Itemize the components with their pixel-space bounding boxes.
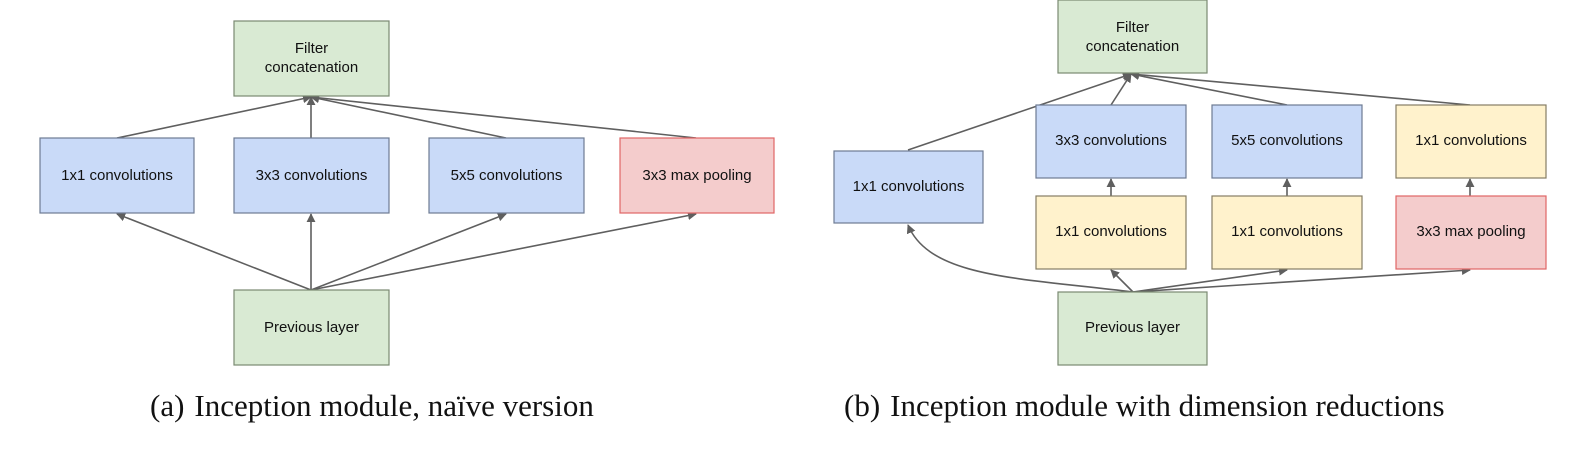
label-a-filter-line1: Filter [295, 40, 328, 57]
edge-b-3x3-to-concat [1110, 73, 1132, 106]
label-b-5x5: 5x5 convolutions [1231, 132, 1343, 149]
edge-b-pool1x1-to-concat [1130, 70, 1471, 106]
edge-a-prev-to-1x1 [116, 212, 312, 291]
edge-b-5x5-to-concat [1130, 71, 1288, 106]
label-a-5x5: 5x5 convolutions [451, 167, 563, 184]
label-b-maxpool: 3x3 max pooling [1416, 223, 1525, 240]
label-b-filter-line2: concatenation [1086, 38, 1179, 55]
label-b-3x3: 3x3 convolutions [1055, 132, 1167, 149]
node-a-3x3-convolutions: 3x3 convolutions [233, 137, 390, 214]
node-a-1x1-convolutions: 1x1 convolutions [39, 137, 195, 214]
diagram-b: Filter concatenation 1x1 convolutions 3x… [833, 0, 1547, 423]
label-b-1x1-direct: 1x1 convolutions [853, 178, 965, 195]
node-b-5x5-convolutions: 5x5 convolutions [1211, 104, 1363, 179]
label-b-reduce-5x5: 1x1 convolutions [1231, 223, 1343, 240]
label-a-filter-line2: concatenation [265, 59, 358, 76]
label-b-previous: Previous layer [1085, 319, 1180, 336]
label-a-3x3: 3x3 convolutions [256, 167, 368, 184]
node-b-previous-layer: Previous layer [1057, 291, 1208, 366]
label-a-1x1: 1x1 convolutions [61, 167, 173, 184]
label-a-previous: Previous layer [264, 319, 359, 336]
diagram-a-edges [116, 93, 697, 291]
caption-a-text: Inception module, naïve version [194, 388, 594, 423]
node-b-1x1-reduction-5x5: 1x1 convolutions [1211, 195, 1363, 270]
label-b-filter-line1: Filter [1116, 19, 1149, 36]
edge-b-prev-to-1x1 [906, 224, 1134, 293]
node-b-1x1-convolutions-direct: 1x1 convolutions [833, 150, 984, 224]
edge-a-pool-to-concat [310, 93, 697, 139]
node-a-3x3-max-pooling: 3x3 max pooling [619, 137, 775, 214]
node-b-3x3-convolutions: 3x3 convolutions [1035, 104, 1187, 179]
node-a-filter-concatenation: Filter concatenation [233, 20, 390, 97]
label-b-reduce-3x3: 1x1 convolutions [1055, 223, 1167, 240]
edge-a-5x5-to-concat [310, 94, 507, 139]
node-b-3x3-max-pooling: 3x3 max pooling [1395, 195, 1547, 270]
node-b-filter-concatenation: Filter concatenation [1057, 0, 1208, 74]
diagram-a: Filter concatenation 1x1 convolutions 3x… [39, 20, 775, 423]
edge-a-prev-to-5x5 [310, 212, 507, 291]
caption-b: (b) Inception module with dimension reduc… [844, 388, 1445, 423]
label-a-maxpool: 3x3 max pooling [642, 167, 751, 184]
edge-a-1x1-to-concat [116, 94, 312, 139]
caption-a-tag: (a) [150, 388, 184, 423]
edge-a-prev-to-pool [310, 211, 697, 291]
edge-b-prev-to-pool [1132, 266, 1471, 293]
caption-a: (a) Inception module, naïve version [150, 388, 594, 423]
node-a-5x5-convolutions: 5x5 convolutions [428, 137, 585, 214]
label-b-1x1-after-pool: 1x1 convolutions [1415, 132, 1527, 149]
node-b-1x1-convolutions-after-pool: 1x1 convolutions [1395, 104, 1547, 179]
node-a-previous-layer: Previous layer [233, 289, 390, 366]
edge-b-1x1-to-concat [907, 72, 1132, 151]
edge-b-prev-to-reduce-3x3 [1110, 269, 1134, 293]
edge-b-prev-to-reduce-5x5 [1132, 266, 1288, 293]
diagram-b-edges [906, 70, 1475, 293]
node-b-1x1-reduction-3x3: 1x1 convolutions [1035, 195, 1187, 270]
caption-b-text: Inception module with dimension reductio… [890, 388, 1444, 423]
caption-b-tag: (b) [844, 388, 880, 423]
